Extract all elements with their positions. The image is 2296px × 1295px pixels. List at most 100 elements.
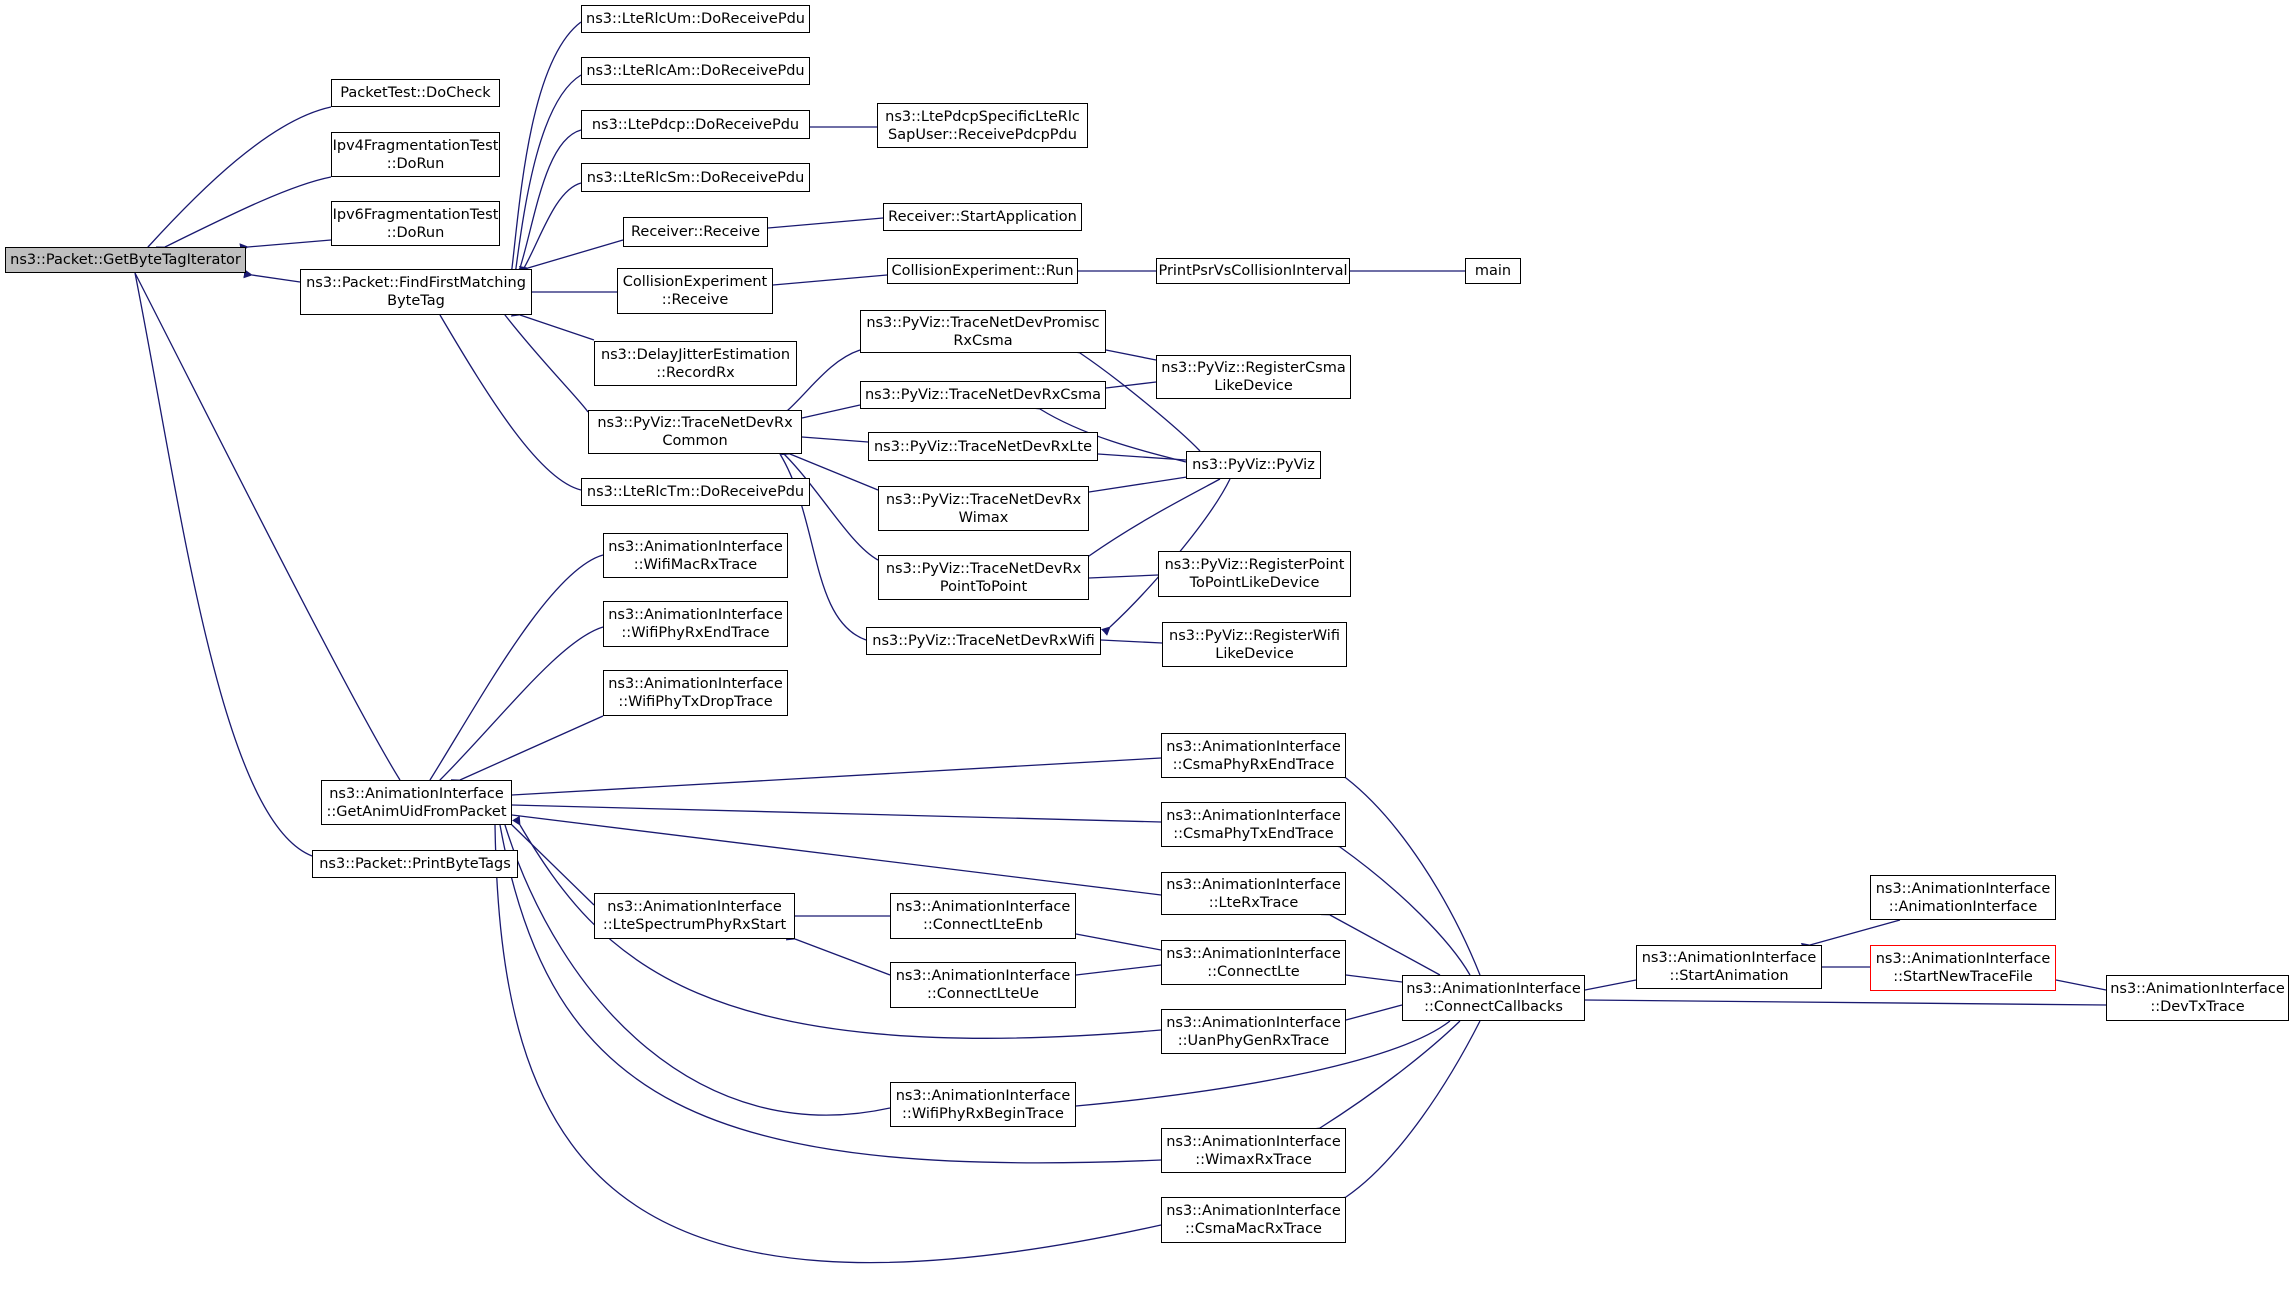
edge-ccb-to-csmarxend: [1336, 769, 1481, 976]
node-label-line: ns3::PyViz::TraceNetDevRx: [885, 491, 1082, 508]
edge-pyviz-to-rxlte: [1089, 448, 1187, 461]
node-dje[interactable]: ns3::DelayJitterEstimation::RecordRx: [594, 341, 797, 386]
node-label-line: ns3::DelayJitterEstimation: [600, 346, 791, 363]
node-label-line: ns3::AnimationInterface: [1166, 1014, 1341, 1031]
edge-csmatxend-to-ga: [503, 800, 1162, 823]
node-pdcp[interactable]: ns3::LtePdcp::DoReceivePdu: [581, 110, 810, 139]
node-am[interactable]: ns3::LteRlcAm::DoReceivePdu: [581, 57, 810, 85]
node-label-line: ::WifiPhyRxEndTrace: [621, 625, 770, 641]
node-pyviz[interactable]: ns3::PyViz::PyViz: [1186, 451, 1321, 479]
node-wtxdrop[interactable]: ns3::AnimationInterface::WifiPhyTxDropTr…: [603, 670, 788, 716]
edge-regcsma-to-rxcsma: [1097, 381, 1157, 394]
node-sntf[interactable]: ns3::AnimationInterface::StartNewTraceFi…: [1870, 945, 2056, 991]
node-devtx[interactable]: ns3::AnimationInterface::DevTxTrace: [2106, 975, 2289, 1021]
node-clte[interactable]: ns3::AnimationInterface::ConnectLte: [1161, 940, 1346, 985]
node-main[interactable]: main: [1465, 258, 1521, 284]
edge-pbt-to-root: [129, 264, 313, 857]
node-label-line: ns3::LteRlcUm::DoReceivePdu: [586, 11, 805, 27]
node-aictor[interactable]: ns3::AnimationInterface::AnimationInterf…: [1870, 875, 2056, 920]
node-label-line: ns3::LteRlcSm::DoReceivePdu: [586, 169, 805, 186]
edge-cerun-to-cer: [764, 274, 888, 291]
node-label-line: ::ConnectLteEnb: [923, 917, 1043, 933]
node-csmarxend[interactable]: ns3::AnimationInterface::CsmaPhyRxEndTra…: [1161, 733, 1346, 778]
node-wimax[interactable]: ns3::AnimationInterface::WimaxRxTrace: [1161, 1128, 1346, 1173]
node-label-line: ::WifiMacRxTrace: [633, 556, 758, 573]
node-label-line: ::ConnectLteUe: [927, 986, 1039, 1002]
node-lterx[interactable]: ns3::AnimationInterface::LteRxTrace: [1161, 872, 1346, 915]
node-wrxbegin[interactable]: ns3::AnimationInterface::WifiPhyRxBeginT…: [890, 1082, 1076, 1127]
edge-wimax-to-ga: [494, 816, 1162, 1164]
edge-devtx-to-ccb: [1576, 995, 2107, 1006]
node-wrxend[interactable]: ns3::AnimationInterface::WifiPhyRxEndTra…: [603, 601, 788, 647]
edge-dje-to-ffm: [510, 308, 595, 341]
node-cue[interactable]: ns3::AnimationInterface::ConnectLteUe: [890, 962, 1076, 1008]
edge-am-to-ffm: [510, 74, 582, 277]
node-cenb[interactable]: ns3::AnimationInterface::ConnectLteEnb: [890, 893, 1076, 939]
node-ipv6[interactable]: Ipv6FragmentationTest::DoRun: [331, 201, 500, 246]
node-pbt[interactable]: ns3::Packet::PrintByteTags: [312, 850, 518, 878]
node-wmac[interactable]: ns3::AnimationInterface::WifiMacRxTrace: [603, 533, 788, 578]
node-rr[interactable]: Receiver::Receive: [623, 217, 768, 247]
node-label-line: ns3::AnimationInterface: [1166, 876, 1341, 893]
node-label-line: ns3::AnimationInterface: [1166, 1133, 1341, 1150]
node-label-line: ::Receive: [661, 292, 729, 308]
node-um[interactable]: ns3::LteRlcUm::DoReceivePdu: [581, 5, 810, 33]
edge-csmarxend-to-ga: [503, 757, 1162, 800]
node-pt[interactable]: PacketTest::DoCheck: [331, 79, 500, 107]
node-ipv4[interactable]: Ipv4FragmentationTest::DoRun: [331, 132, 500, 177]
node-cerun[interactable]: CollisionExperiment::Run: [887, 258, 1078, 284]
node-csmamac[interactable]: ns3::AnimationInterface::CsmaMacRxTrace: [1161, 1197, 1346, 1243]
node-sanim[interactable]: ns3::AnimationInterface::StartAnimation: [1636, 945, 1822, 989]
edge-rsa-to-rr: [759, 217, 884, 234]
node-sm[interactable]: ns3::LteRlcSm::DoReceivePdu: [581, 163, 810, 192]
edge-ipv4-to-root: [155, 176, 332, 255]
node-ccb[interactable]: ns3::AnimationInterface::ConnectCallback…: [1402, 975, 1585, 1021]
edge-ffm-to-root: [243, 269, 301, 283]
node-rxlte[interactable]: ns3::PyViz::TraceNetDevRxLte: [868, 432, 1098, 461]
edge-wtxdrop-to-ga: [450, 715, 604, 788]
node-ga[interactable]: ns3::AnimationInterface::GetAnimUidFromP…: [321, 780, 512, 825]
edge-ccb-to-csmamac: [1336, 1020, 1481, 1206]
node-label-line: ns3::AnimationInterface: [1166, 1203, 1341, 1219]
node-label-line: ::AnimationInterface: [1888, 898, 2038, 915]
node-label-line: ns3::PyViz::PyViz: [1192, 457, 1315, 473]
edge-aictor-to-sanim: [1800, 919, 1901, 952]
edge-prx-to-tndrc: [778, 349, 861, 419]
node-label-line: ::StartAnimation: [1669, 968, 1789, 984]
node-uan[interactable]: ns3::AnimationInterface::UanPhyGenRxTrac…: [1161, 1009, 1346, 1054]
node-cer[interactable]: CollisionExperiment::Receive: [617, 268, 773, 314]
node-label-line: ::DevTxTrace: [2150, 999, 2245, 1015]
node-label-line: ns3::AnimationInterface: [1166, 807, 1341, 824]
node-label-line: ::ConnectLte: [1207, 963, 1300, 980]
node-label-line: ns3::PyViz::TraceNetDevRxWifi: [872, 633, 1095, 649]
node-rxwifi[interactable]: ns3::PyViz::TraceNetDevRxWifi: [866, 627, 1101, 655]
node-label-line: ns3::LteRlcAm::DoReceivePdu: [586, 63, 805, 79]
node-label-line: ns3::PyViz::TraceNetDevPromisc: [866, 314, 1100, 331]
node-rsa[interactable]: Receiver::StartApplication: [883, 203, 1082, 231]
node-rxcsma[interactable]: ns3::PyViz::TraceNetDevRxCsma: [860, 381, 1106, 409]
node-label-line: Receiver::Receive: [630, 224, 760, 240]
node-label-line: LikeDevice: [1215, 645, 1294, 662]
node-label-line: ns3::Packet::PrintByteTags: [319, 856, 511, 872]
edge-wrxbegin-to-ga: [498, 815, 891, 1116]
edge-rxwimax-to-tndrc: [780, 446, 879, 491]
node-ltespec[interactable]: ns3::AnimationInterface::LteSpectrumPhyR…: [594, 893, 795, 939]
node-label-line: RxCsma: [953, 332, 1013, 349]
node-label-line: Ipv6FragmentationTest: [332, 206, 499, 223]
node-tm[interactable]: ns3::LteRlcTm::DoReceivePdu: [581, 478, 810, 506]
node-label-line: ns3::LtePdcp::DoReceivePdu: [591, 116, 800, 133]
edge-pyviz-to-rxp2p: [1079, 478, 1221, 565]
edge-rxp2p-to-tndrc: [775, 445, 879, 561]
node-ppsr[interactable]: PrintPsrVsCollisionInterval: [1156, 258, 1350, 284]
node-csmatxend[interactable]: ns3::AnimationInterface::CsmaPhyTxEndTra…: [1161, 802, 1346, 847]
